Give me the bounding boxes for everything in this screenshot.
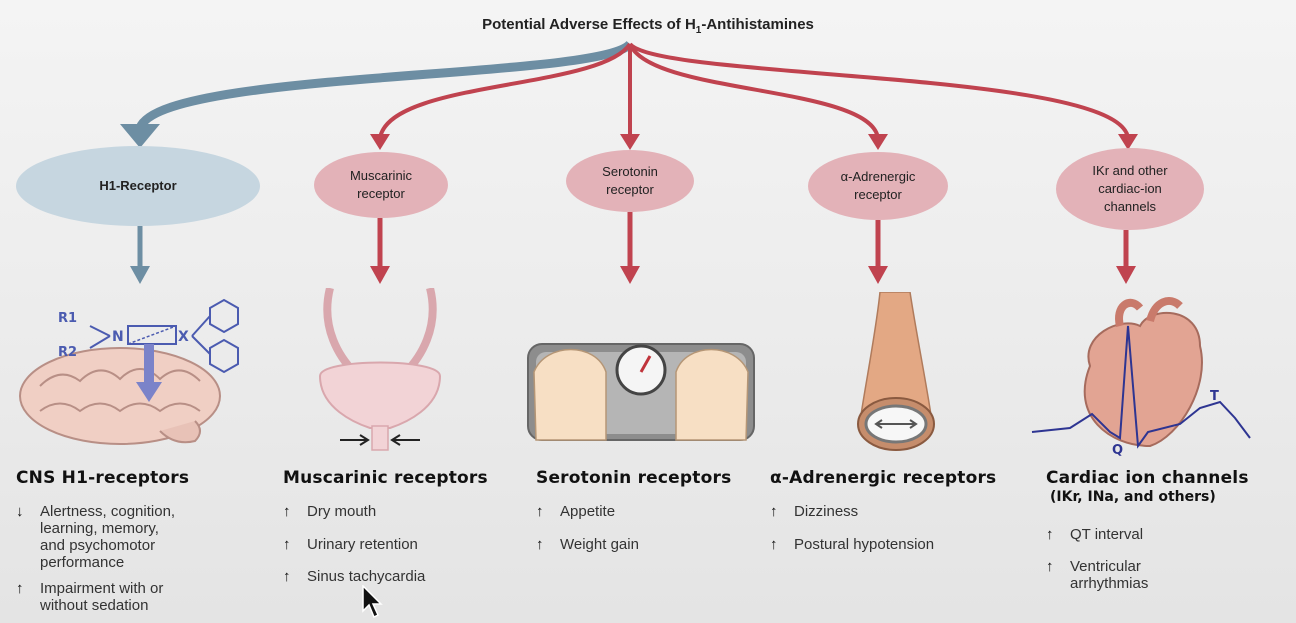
diagram-title: Potential Adverse Effects of H1-Antihist…: [482, 16, 814, 36]
label-q: Q: [1112, 443, 1123, 458]
effect-item: ↓ Alertness, cognition, learning, memory…: [16, 503, 176, 571]
effect-item: ↑ Weight gain: [536, 536, 639, 553]
arrowhead-muscarinic: [370, 134, 390, 150]
effect-item: ↑ Dry mouth: [283, 503, 377, 520]
oval-cardiac-ion-channels: IKr and other cardiac-ion channels: [1056, 148, 1204, 230]
up-arrow-icon: ↑: [283, 503, 291, 520]
up-arrow-icon: ↑: [16, 580, 24, 597]
arrowhead-cardiac: [1118, 134, 1138, 150]
effect-item: ↑ Dizziness: [770, 503, 859, 520]
oval-muscarinic-receptor: Muscarinic receptor: [314, 152, 448, 218]
up-arrow-icon: ↑: [536, 536, 544, 553]
up-arrow-icon: ↑: [283, 568, 291, 585]
down-arrow-icon: ↓: [16, 503, 24, 520]
effect-item: ↑ QT interval: [1046, 526, 1144, 543]
up-arrow-icon: ↑: [536, 503, 544, 520]
arrow-to-adrenergic: [628, 43, 880, 139]
bathroom-scale-icon: [527, 343, 755, 441]
heading-cns-h1-receptors: CNS H1-receptors: [16, 468, 190, 488]
oval-serotonin-receptor: Serotonin receptor: [566, 150, 694, 212]
heading-muscarinic-receptors: Muscarinic receptors: [283, 468, 488, 488]
bladder-icon: [318, 288, 442, 451]
heart-ecg-icon: Q T: [1031, 297, 1251, 458]
heading-serotonin-receptors: Serotonin receptors: [536, 468, 732, 488]
heading-adrenergic-receptors: α-Adrenergic receptors: [770, 468, 997, 488]
effect-item: ↑ Impairment with or without sedation: [16, 580, 164, 614]
arrowhead-h1-receptor: [120, 124, 160, 148]
blood-vessel-icon: [857, 292, 935, 451]
label-n: N: [112, 329, 124, 345]
effect-item: ↑ Sinus tachycardia: [283, 568, 426, 585]
label-r2: R2: [58, 345, 77, 360]
oval-h1-receptor: H1-Receptor: [16, 146, 260, 226]
effect-item: ↑ Postural hypotension: [770, 536, 935, 553]
up-arrow-icon: ↑: [1046, 558, 1054, 575]
mouse-cursor-icon: [362, 585, 383, 619]
arrowhead-serotonin: [620, 134, 640, 150]
arrowhead-adrenergic: [868, 134, 888, 150]
label-r1: R1: [58, 311, 77, 326]
brain-molecule-icon: R1 R2 N X: [19, 298, 239, 445]
up-arrow-icon: ↑: [1046, 526, 1054, 543]
arrow-to-muscarinic: [378, 42, 632, 139]
label-t: T: [1210, 389, 1219, 404]
effect-item: ↑ Ventricular arrhythmias: [1046, 558, 1149, 592]
arrow-to-h1-receptor: [135, 40, 634, 131]
up-arrow-icon: ↑: [283, 536, 291, 553]
heading-cardiac-ion-channels: Cardiac ion channels: [1046, 468, 1249, 488]
label-x: X: [178, 329, 189, 345]
arrow-to-cardiac: [628, 42, 1130, 139]
subheading-cardiac-ion-channels: (IKr, INa, and others): [1050, 489, 1216, 505]
up-arrow-icon: ↑: [770, 503, 778, 520]
up-arrow-icon: ↑: [770, 536, 778, 553]
effect-item: ↑ Urinary retention: [283, 536, 418, 553]
effect-item: ↑ Appetite: [536, 503, 616, 520]
oval-adrenergic-receptor: α-Adrenergic receptor: [808, 152, 948, 220]
